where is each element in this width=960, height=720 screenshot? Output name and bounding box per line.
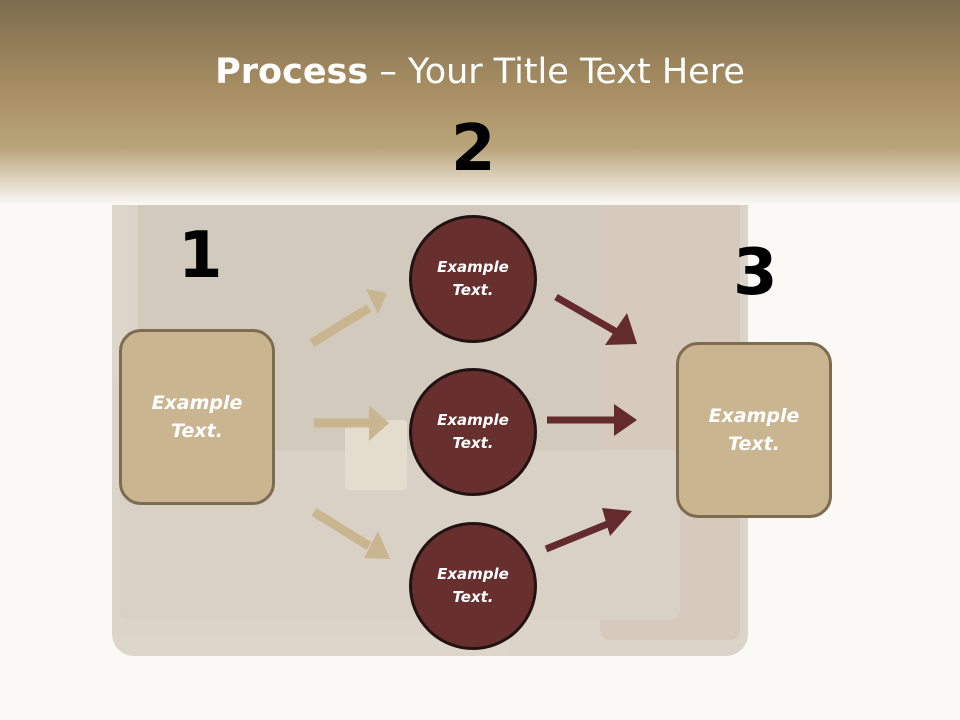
arrow-from-circle-3 bbox=[544, 519, 612, 553]
circle-1-line1: Example bbox=[437, 257, 509, 276]
arrow-from-circle-1 bbox=[554, 293, 617, 335]
circle-3-line2: Text. bbox=[452, 588, 494, 606]
arrow-head-from-circle-1 bbox=[605, 313, 637, 345]
right-box-line1: Example bbox=[708, 404, 800, 427]
arrows-maroon bbox=[544, 293, 637, 553]
arrow-to-circle-1 bbox=[309, 304, 372, 347]
page-title: Process – Your Title Text Here bbox=[0, 52, 960, 92]
circle-1-line2: Text. bbox=[452, 281, 494, 299]
arrow-to-circle-3 bbox=[311, 508, 372, 550]
header-band bbox=[0, 0, 960, 205]
arrows-tan bbox=[309, 289, 390, 559]
step-number-1: 1 bbox=[178, 219, 223, 293]
left-box-line1: Example bbox=[151, 391, 243, 414]
step-number-3: 3 bbox=[733, 236, 778, 310]
title-bold: Process bbox=[215, 52, 369, 92]
title-rest: – Your Title Text Here bbox=[368, 52, 745, 92]
right-box-line2: Text. bbox=[728, 433, 780, 455]
circle-2-line2: Text. bbox=[452, 434, 494, 452]
arrow-head-to-circle-3 bbox=[364, 531, 390, 559]
arrow-head-to-circle-1 bbox=[366, 289, 387, 314]
circle-2-line1: Example bbox=[437, 410, 509, 429]
left-box-line2: Text. bbox=[171, 420, 223, 442]
circle-3-line1: Example bbox=[437, 564, 509, 583]
arrow-head-to-circle-2 bbox=[369, 405, 389, 441]
arrow-head-from-circle-2 bbox=[614, 404, 637, 436]
step-number-2: 2 bbox=[451, 112, 496, 186]
arrow-head-from-circle-3 bbox=[602, 508, 632, 536]
